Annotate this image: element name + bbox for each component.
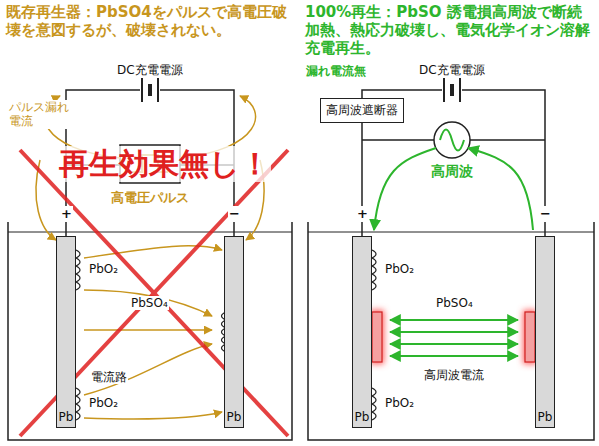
electrode-name: Pb — [538, 410, 553, 424]
polarity: − — [539, 206, 552, 222]
material-label: PbSO₄ — [130, 296, 169, 310]
electrode-plate: Pb — [352, 236, 372, 428]
left-deposits — [76, 250, 226, 420]
polarity: + — [60, 206, 73, 222]
right-battery — [444, 78, 460, 102]
electrode-plate: Pb — [56, 236, 76, 428]
material-label: PbO₂ — [88, 396, 119, 410]
pulse-label: 高電圧パルス — [110, 190, 190, 206]
power-label: DC充電電源 — [116, 63, 184, 77]
material-label: PbO₂ — [384, 396, 415, 410]
power-label: DC充電電源 — [418, 63, 486, 77]
electrode-plate: Pb — [535, 236, 555, 428]
hf-current-arrows — [390, 320, 518, 356]
electrode-name: Pb — [59, 410, 74, 424]
panel-title: 100%再生：PbSO 誘電損高周波で断続加熱、熱応力破壊し、電気化学イオン溶解… — [304, 3, 596, 57]
electrode-name: Pb — [355, 410, 370, 424]
box-label: 高周波遮断器 — [326, 102, 398, 119]
material-label: PbSO₄ — [435, 296, 474, 310]
panel-title: 既存再生器：PbSO4をパルスで高電圧破壊を意図するが、破壊されない。 — [5, 3, 295, 39]
breaker-box: 高周波遮断器 — [320, 98, 404, 123]
left-tank — [8, 222, 292, 440]
cross-mark — [20, 150, 288, 436]
left-battery — [142, 78, 158, 102]
hf-path — [374, 148, 533, 230]
electrode-plate: Pb — [224, 236, 244, 428]
leak-note: 漏れ電流無 — [305, 64, 367, 78]
right-tank — [308, 222, 594, 440]
electrode-name: Pb — [227, 410, 242, 424]
material-label: PbO₂ — [384, 262, 415, 276]
polarity: + — [356, 206, 369, 222]
heated-pbso4 — [370, 310, 537, 364]
verdict-text: 再生効果無し！ — [58, 146, 271, 182]
current-label: 高周波電流 — [423, 368, 485, 382]
material-label: PbO₂ — [88, 262, 119, 276]
path-label: 電流路 — [90, 370, 128, 384]
polarity: − — [228, 206, 241, 222]
hf-label: 高周波 — [430, 163, 474, 180]
leak-note: パルス漏れ電流 — [8, 100, 72, 129]
